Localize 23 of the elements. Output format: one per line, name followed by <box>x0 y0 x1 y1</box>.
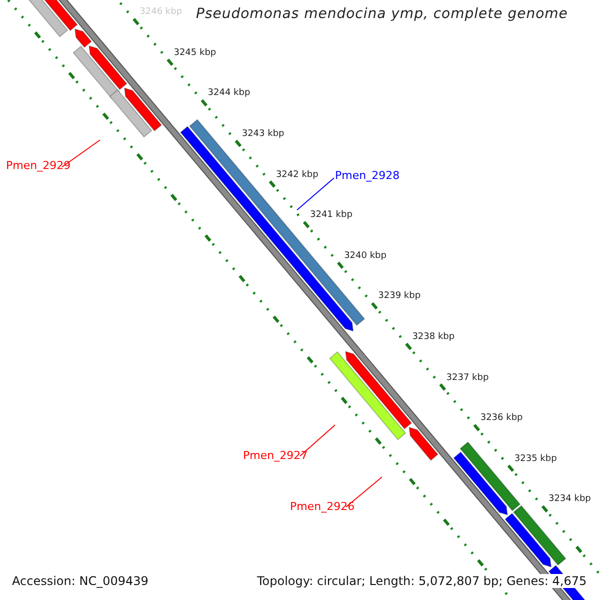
tick-label: 3236 kbp <box>480 413 523 424</box>
leader-line <box>300 424 336 456</box>
leader-line <box>62 140 100 168</box>
title: Pseudomonas mendocina ymp, complete genome <box>196 6 568 22</box>
tick-label: 3238 kbp <box>412 332 455 342</box>
tick-label: 3235 kbp <box>514 454 557 464</box>
tick-label: 3242 kbp <box>276 170 318 180</box>
tick-label: 3240 kbp <box>344 250 386 261</box>
tick-label: 3241 kbp <box>310 210 352 220</box>
tick-label: 3234 kbp <box>548 494 591 504</box>
tick-label: 3245 kbp <box>174 48 216 58</box>
tick-label: 3243 kbp <box>242 129 284 140</box>
tick-label: 3244 kbp <box>208 88 250 98</box>
leader-line <box>296 178 334 210</box>
gene-name-label: Pmen_2927 <box>243 449 308 462</box>
gene-name-label: Pmen_2926 <box>290 500 355 513</box>
tick-label: 3239 kbp <box>378 291 421 302</box>
gene-name-label: Pmen_2929 <box>6 159 71 172</box>
footer-text: Topology: circular; Length: 5,072,807 bp; Genes: 4,675 <box>255 574 589 588</box>
footer-text: Accession: NC_009439 <box>10 574 150 588</box>
leader-line <box>346 476 382 508</box>
gene-name-label: Pmen_2928 <box>335 169 400 182</box>
tick-label: 3237 kbp <box>446 372 489 383</box>
